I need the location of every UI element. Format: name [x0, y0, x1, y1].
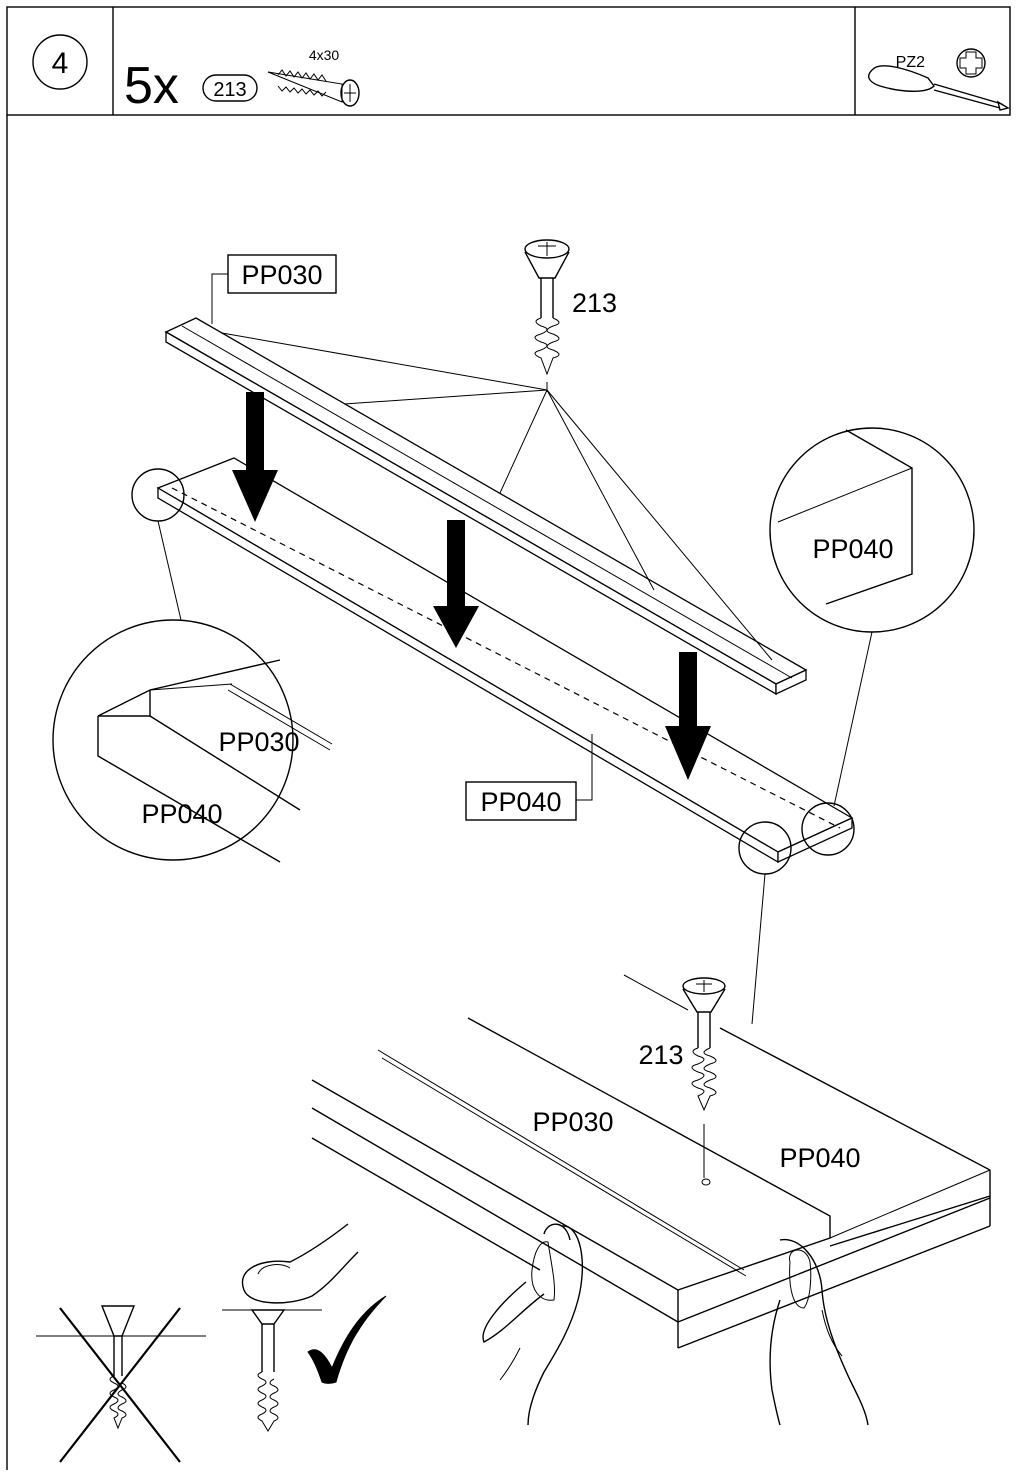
cross-icon — [59, 1307, 181, 1463]
closeup-leader — [751, 873, 766, 1025]
quantity-label: 5x — [124, 57, 179, 115]
screw-position-leaders — [221, 332, 773, 661]
screw-icon — [524, 239, 570, 392]
hand-left-icon — [482, 1223, 584, 1426]
detail-marker-right — [801, 802, 855, 856]
detail-right-label: PP040 — [812, 534, 893, 564]
thumb-press-icon — [241, 1223, 359, 1304]
closeup-screw-label: 213 — [638, 1040, 683, 1070]
dashed-guide — [171, 487, 841, 829]
down-arrow-icon — [433, 520, 479, 648]
shelf-label: PP040 — [465, 734, 593, 821]
closeup-rail-label: PP030 — [532, 1107, 613, 1137]
top-screw-label: 213 — [572, 288, 617, 318]
screwdriver-icon — [868, 65, 1010, 111]
correct-screw-depth — [222, 1309, 322, 1432]
rail-label: PP030 — [211, 254, 337, 324]
down-arrow-icon — [665, 652, 711, 780]
tool-label: PZ2 — [896, 54, 925, 71]
down-arrow-icon — [232, 392, 278, 522]
detail-bubble-left: PP030 PP040 — [52, 520, 333, 863]
detail-left-upper-label: PP030 — [218, 727, 299, 757]
wrong-screw-depth — [36, 1305, 206, 1430]
step-number-badge: 4 — [32, 34, 88, 90]
detail-left-lower-label: PP040 — [141, 799, 222, 829]
shelf-label-text: PP040 — [480, 787, 561, 817]
detail-bubble-right: PP040 — [769, 427, 975, 807]
checkmark-icon — [307, 1295, 387, 1384]
header-frame — [6, 6, 1011, 1470]
rail-panel — [164, 317, 808, 696]
screw-size-label: 4x30 — [309, 47, 340, 63]
step-number: 4 — [52, 47, 69, 80]
screw-icon — [267, 69, 360, 107]
rail-label-text: PP030 — [241, 260, 322, 290]
closeup-view: 213 PP030 PP040 — [311, 974, 991, 1426]
hand-right-icon — [769, 1238, 869, 1426]
part-id-badge: 213 — [202, 74, 258, 102]
closeup-shelf-label: PP040 — [779, 1143, 860, 1173]
phillips-head-icon — [956, 48, 986, 78]
part-id: 213 — [213, 79, 246, 101]
